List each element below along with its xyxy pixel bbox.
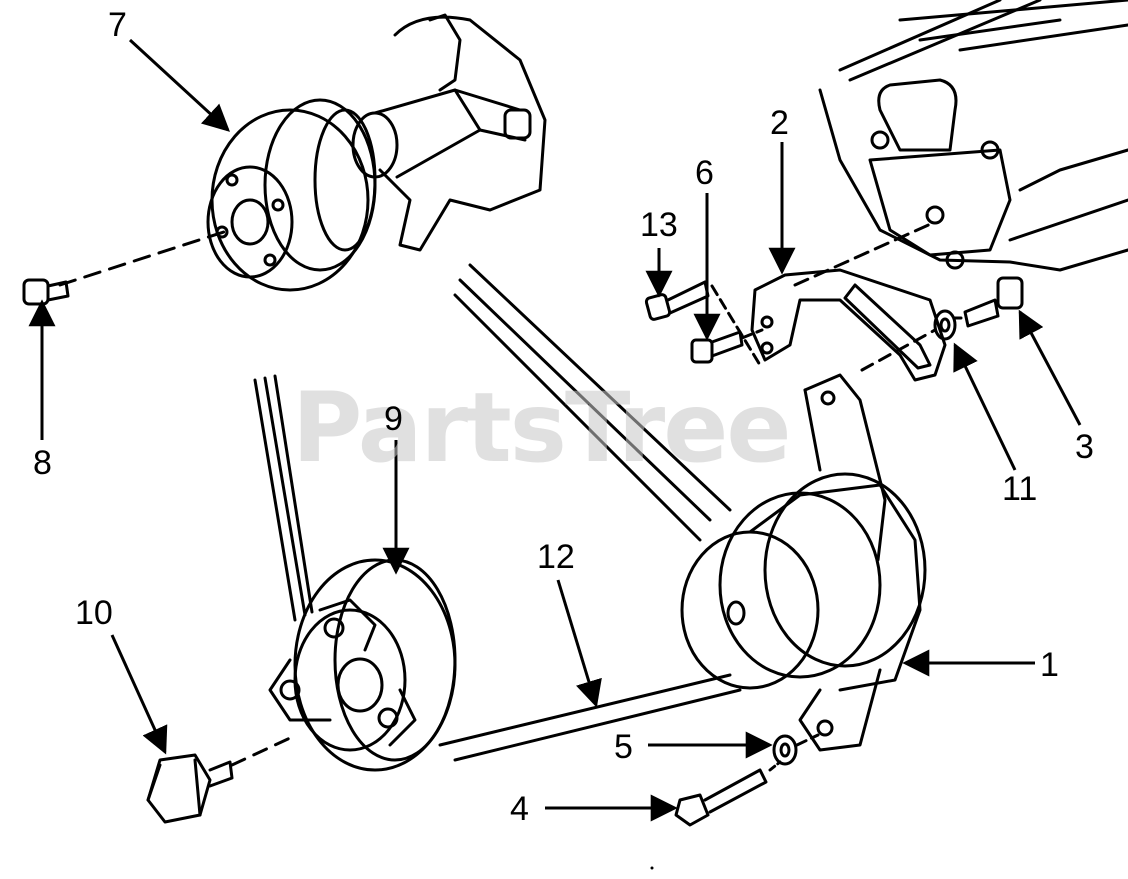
callout-5: 5 xyxy=(614,728,633,766)
washer-11 xyxy=(860,309,957,372)
bolt-6 xyxy=(690,328,764,364)
callout-1: 1 xyxy=(1040,646,1059,684)
callout-11: 11 xyxy=(1002,470,1038,508)
bolt-13 xyxy=(644,280,762,367)
callout-leaders xyxy=(28,38,1082,822)
bolt-4 xyxy=(674,760,782,827)
leader-7 xyxy=(128,38,230,132)
belt-bottom xyxy=(438,673,742,762)
callout-6: 6 xyxy=(695,154,714,192)
water-pump xyxy=(351,13,547,252)
adjusting-bracket xyxy=(750,220,947,382)
leader-12 xyxy=(556,579,602,708)
alternator xyxy=(680,373,927,752)
bolt-3 xyxy=(953,276,1024,328)
leader-10 xyxy=(110,634,168,755)
leader-3 xyxy=(1018,309,1082,426)
callout-7: 7 xyxy=(108,6,127,44)
leader-11 xyxy=(953,342,1017,471)
belt-long xyxy=(453,263,732,542)
callout-8: 8 xyxy=(33,444,52,482)
callout-2: 2 xyxy=(770,104,789,142)
callout-13: 13 xyxy=(640,206,678,244)
belt-left xyxy=(253,374,314,622)
bolt-8 xyxy=(22,278,70,306)
crank-pulley xyxy=(268,558,457,772)
engine-block xyxy=(818,0,1128,272)
washer-5 xyxy=(772,733,820,766)
callout-9: 9 xyxy=(384,400,403,438)
callout-3: 3 xyxy=(1075,428,1094,466)
callout-12: 12 xyxy=(537,538,575,576)
callout-4: 4 xyxy=(510,790,529,828)
fan-pulley xyxy=(58,98,377,292)
callout-10: 10 xyxy=(75,594,113,632)
bolt-10 xyxy=(146,736,292,824)
